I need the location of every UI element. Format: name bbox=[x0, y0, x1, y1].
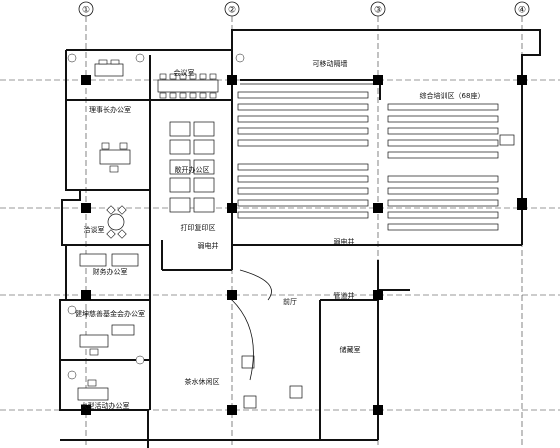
tea-tables bbox=[241, 355, 303, 409]
label-meeting-room: 会议室 bbox=[174, 68, 195, 77]
label-movable-wall: 可移动隔墙 bbox=[313, 59, 348, 68]
training-seating bbox=[237, 91, 515, 231]
axis-label-4: ④ bbox=[518, 6, 526, 16]
label-weak-shaft-2: 弱电井 bbox=[334, 237, 355, 246]
lobby-curve bbox=[231, 269, 272, 381]
axis-markers: ① ② ③ ④ bbox=[78, 1, 530, 17]
label-print-area: 打印复印区 bbox=[181, 223, 216, 232]
open-office-desks bbox=[169, 121, 215, 213]
label-weak-shaft: 弱电井 bbox=[198, 241, 219, 250]
label-negotiation-room: 洽谈室 bbox=[84, 225, 105, 234]
foundation-furniture bbox=[79, 324, 135, 356]
axis-label-2: ② bbox=[228, 6, 236, 16]
big-office-furniture bbox=[77, 379, 109, 401]
label-big-office: 大型活动办公室 bbox=[81, 401, 130, 410]
finance-furniture bbox=[79, 253, 139, 267]
label-pipe-shaft: 管道井 bbox=[334, 291, 355, 300]
meeting-table bbox=[157, 73, 219, 99]
negotiation-table bbox=[106, 205, 127, 239]
label-storage: 储藏室 bbox=[340, 345, 361, 354]
label-chairman-office: 理事长办公室 bbox=[89, 105, 131, 114]
axis-label-3: ③ bbox=[374, 6, 382, 16]
label-training-area: 综合培训区（68座） bbox=[420, 91, 485, 100]
label-tea-area: 茶水休闲区 bbox=[185, 377, 220, 386]
axis-label-1: ① bbox=[82, 6, 90, 16]
room-labels: 会议室 理事长办公室 敞开办公区 打印复印区 洽谈室 财务办公室 健坤慈善基金会… bbox=[75, 59, 484, 410]
label-finance-office: 财务办公室 bbox=[93, 267, 128, 276]
label-foundation-office: 健坤慈善基金会办公室 bbox=[75, 309, 145, 318]
label-lobby: 前厅 bbox=[283, 297, 297, 306]
plants bbox=[67, 53, 245, 380]
columns bbox=[81, 75, 527, 415]
label-open-office: 敞开办公区 bbox=[175, 165, 210, 174]
chairman-furniture bbox=[94, 59, 131, 173]
